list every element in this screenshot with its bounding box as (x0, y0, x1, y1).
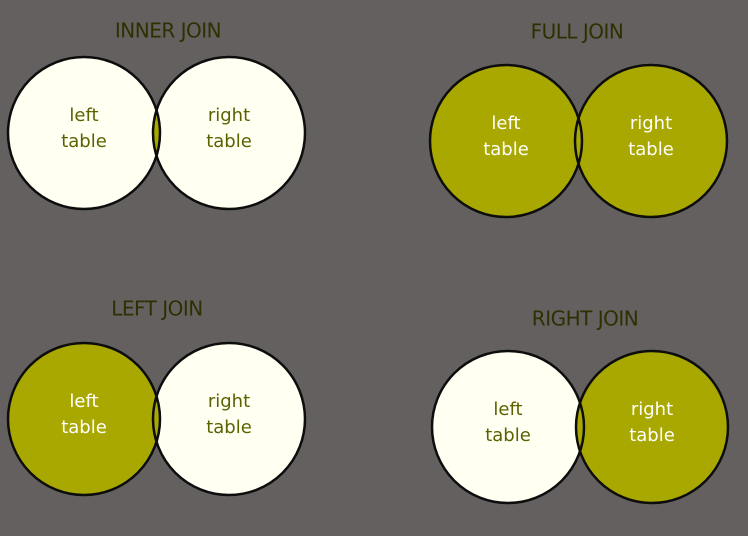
left-table-region (430, 65, 582, 217)
diagram-title: INNER JOIN (115, 19, 221, 43)
left-circle-outline (6, 341, 162, 497)
right-table-region (576, 351, 728, 503)
right-circle-outline (151, 55, 307, 211)
left-table-region (8, 343, 160, 495)
right-table-region (575, 65, 727, 217)
right-circle-outline (151, 341, 307, 497)
left-table-region (432, 351, 584, 503)
left-circle-outline (428, 63, 584, 219)
right-circle-outline (574, 349, 730, 505)
right-circle-outline (573, 63, 729, 219)
diagram-title: RIGHT JOIN (532, 307, 638, 331)
right-table-region (153, 343, 305, 495)
left-circle-outline (430, 349, 586, 505)
diagram-title: LEFT JOIN (111, 297, 203, 321)
diagram-title: FULL JOIN (531, 20, 624, 44)
left-circle-outline (6, 55, 162, 211)
right-table-region (153, 57, 305, 209)
left-table-region (8, 57, 160, 209)
